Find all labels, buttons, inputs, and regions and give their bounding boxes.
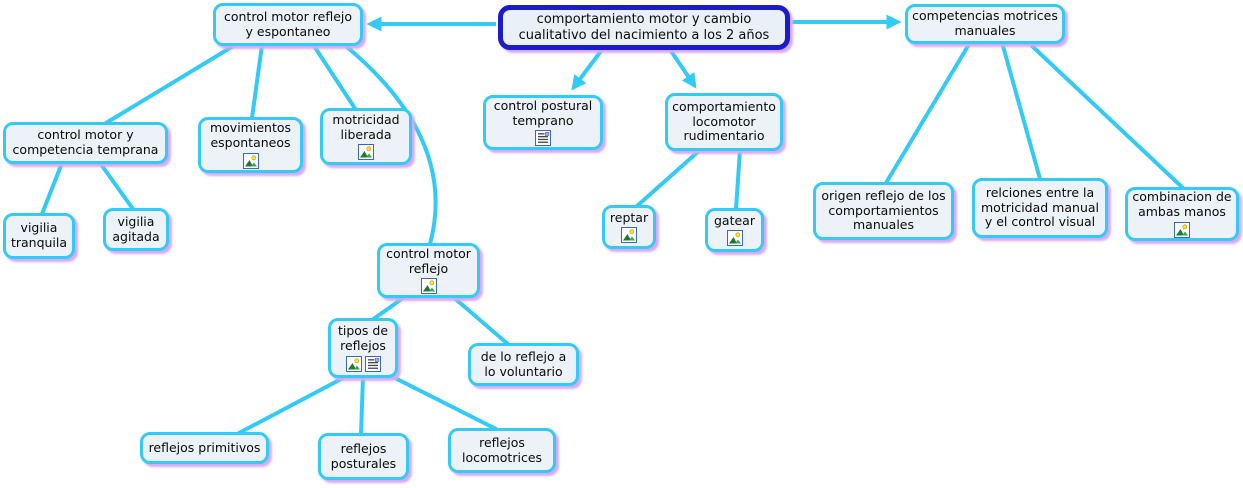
node-label: de lo reflejo a lo voluntario [480, 348, 567, 379]
node-label: competencias motrices manuales [912, 8, 1058, 38]
image-resource-icon[interactable] [242, 152, 259, 169]
node-label: control motor y competencia temprana [12, 127, 159, 157]
document-resource-icon[interactable] [364, 355, 381, 372]
node-label: relciones entre la motricidad manual y e… [981, 184, 1099, 230]
node-label: origen reflejo de los comportamientos ma… [821, 187, 946, 233]
node-label: vigilia tranquila [10, 220, 68, 250]
edge-to-motricidad-liberada [312, 44, 358, 112]
image-resource-icon[interactable] [345, 355, 362, 372]
image-resource-icon[interactable] [726, 230, 743, 247]
document-resource-icon[interactable] [535, 130, 551, 147]
node-reptar[interactable]: reptar [602, 205, 656, 249]
node-vigilia-agitada[interactable]: vigilia agitada [103, 208, 169, 251]
node-origen-reflejo-comportamientos-manuales[interactable]: origen reflejo de los comportamientos ma… [813, 182, 954, 240]
edge-to-reptar [635, 148, 702, 208]
image-resource-icon[interactable] [358, 144, 374, 161]
node-label: reflejos primitivos [148, 439, 261, 455]
node-label: comportamiento motor y cambio cualitativ… [518, 12, 770, 43]
edge-to-vigilia-tranquila [40, 161, 64, 216]
node-label: comportamiento locomotor rudimentario [672, 98, 776, 144]
node-relaciones-motricidad-control-visual[interactable]: relciones entre la motricidad manual y e… [972, 178, 1108, 238]
edge-to-de-lo-reflejo-a-lo-voluntario [450, 294, 511, 347]
node-label: control motor reflejo [386, 245, 471, 276]
image-resource-icon[interactable] [621, 227, 637, 244]
node-label: reflejos posturales [330, 440, 397, 471]
node-label: motricidad liberada [332, 111, 400, 142]
node-movimientos-espontaneos[interactable]: movimientos espontaneos [198, 117, 303, 173]
node-label: tipos de reflejos [337, 323, 389, 353]
node-control-motor-y-competencia-temprana[interactable]: control motor y competencia temprana [3, 122, 168, 164]
node-gatear[interactable]: gatear [705, 208, 764, 252]
node-de-lo-reflejo-a-lo-voluntario[interactable]: de lo reflejo a lo voluntario [468, 343, 579, 386]
node-comportamiento-motor-central[interactable]: comportamiento motor y cambio cualitativ… [498, 5, 790, 50]
node-label: movimientos espontaneos [209, 120, 292, 150]
edge-to-reflejos-posturales [359, 375, 365, 436]
node-reflejos-locomotrices[interactable]: reflejos locomotrices [448, 428, 556, 473]
edge-to-tipos-de-reflejos [370, 294, 408, 322]
edge-to-relaciones-motricidad [1001, 44, 1042, 181]
edge-to-control-motor-competencia-temprana [104, 43, 237, 125]
node-vigilia-tranquila[interactable]: vigilia tranquila [3, 213, 75, 259]
edge-to-movimientos-espontaneos [250, 43, 264, 120]
node-control-postural-temprano[interactable]: control postural temprano [483, 95, 603, 150]
node-competencias-motrices-manuales[interactable]: competencias motrices manuales [905, 4, 1065, 44]
edge-to-gatear [734, 148, 742, 211]
edge-to-origen-reflejo [884, 44, 970, 185]
edge-to-control-motor-reflejo [345, 45, 438, 246]
node-tipos-de-reflejos[interactable]: tipos de reflejos [328, 318, 398, 378]
node-label: reflejos locomotrices [461, 434, 543, 465]
node-label: vigilia agitada [112, 213, 160, 244]
node-control-motor-reflejo[interactable]: control motor reflejo [377, 243, 480, 298]
edge-to-reflejos-primitivos [237, 375, 347, 435]
node-label: control motor reflejo y espontaneo [223, 8, 353, 39]
image-resource-icon[interactable] [420, 278, 437, 295]
edge-central-to-comportamiento-locomotor [669, 49, 697, 89]
node-comportamiento-locomotor-rudimentario[interactable]: comportamiento locomotor rudimentario [665, 93, 783, 151]
edge-to-combinacion-ambas-manos [1030, 44, 1185, 190]
node-motricidad-liberada[interactable]: motricidad liberada [320, 108, 412, 165]
node-label: combinacion de ambas manos [1132, 189, 1232, 219]
node-combinacion-de-ambas-manos[interactable]: combinacion de ambas manos [1125, 187, 1239, 241]
edge-to-vigilia-agitada [98, 161, 135, 211]
node-reflejos-primitivos[interactable]: reflejos primitivos [140, 432, 269, 464]
node-control-motor-reflejo-y-espontaneo[interactable]: control motor reflejo y espontaneo [213, 3, 363, 46]
node-label: control postural temprano [493, 97, 593, 128]
edge-to-reflejos-locomotrices [389, 374, 498, 431]
node-label: gatear [714, 212, 755, 228]
node-label: reptar [609, 209, 649, 225]
node-reflejos-posturales[interactable]: reflejos posturales [318, 433, 409, 480]
image-resource-icon[interactable] [1174, 221, 1190, 238]
edge-central-to-control-postural [571, 49, 603, 91]
